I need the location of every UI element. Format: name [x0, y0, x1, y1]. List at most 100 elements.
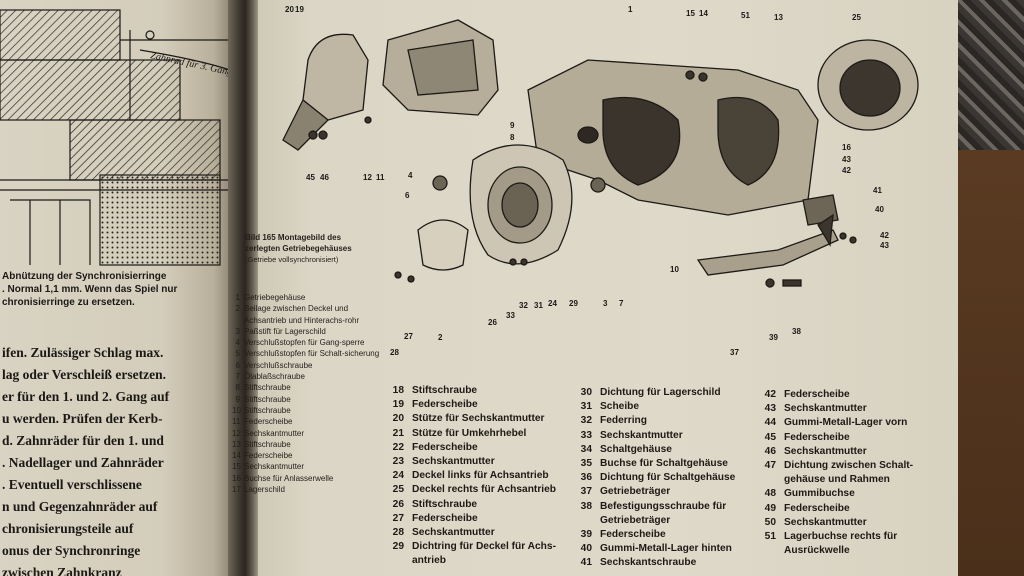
text-line: . Nadellager und Zahnräder [2, 455, 164, 470]
legend-item-label: Stiftschraube [244, 394, 291, 404]
callout: 31 [534, 301, 543, 310]
legend-item: 27 Federscheibe [388, 512, 578, 526]
callout: 11 [376, 173, 385, 182]
legend-item-label: Federscheibe [412, 441, 478, 453]
callout: 15 [686, 9, 695, 18]
legend-item-label: Stiftschraube [412, 498, 478, 510]
callout: 38 [792, 327, 801, 336]
legend-item-number: 44 [764, 417, 776, 429]
part-callouts: 20 19 12 11 45 46 4 6 2 28 27 26 33 32 3… [285, 5, 889, 357]
text-line: er für den 1. und 2. Gang auf [2, 389, 170, 404]
callout: 40 [875, 205, 884, 214]
legend-item-number: 34 [580, 443, 592, 455]
legend-item-label: Sechskantmutter [784, 516, 867, 528]
legend-item: 34 Schaltgehäuse [576, 443, 756, 457]
text-line: ifen. Zulässiger Schlag max. [2, 345, 164, 360]
legend-item-label: Stiftschraube [244, 405, 291, 415]
legend-item-number: 40 [580, 543, 592, 555]
text-line: lag oder Verschleiß ersetzen. [2, 367, 166, 382]
legend-item-number: 39 [580, 529, 592, 541]
legend-item-number: 8 [235, 383, 240, 393]
legend-item-label: Sechskantmutter [244, 428, 305, 438]
legend-item-label: Gummibuchse [784, 488, 855, 500]
legend-item-number: 3 [235, 326, 240, 336]
legend-item-label: Stütze für Sechskantmutter [412, 413, 545, 425]
legend-item-number: 50 [764, 516, 776, 528]
legend-item-continuation: Getriebeträger [600, 514, 671, 526]
legend-item-label: Federscheibe [600, 529, 666, 541]
legend-item-number: 15 [232, 462, 241, 472]
legend-item-label: Ölablaßschraube [244, 372, 305, 382]
legend-item-number: 18 [392, 385, 404, 396]
legend-item-number: 27 [392, 512, 404, 524]
legend-item-label: Federscheibe [412, 399, 478, 411]
legend-item-label: Verschlußschraube [244, 360, 313, 370]
legend-item-number: 38 [580, 500, 592, 512]
callout: 41 [873, 186, 882, 195]
legend-item-number: 49 [764, 502, 776, 514]
legend-item-number: 32 [580, 415, 592, 427]
callout: 2 [438, 333, 443, 342]
callout: 39 [769, 333, 778, 342]
legend-item-label: Stiftschraube [412, 385, 478, 396]
legend-item-label: Lagerschild [244, 485, 285, 495]
legend-item-number: 29 [392, 541, 404, 553]
legend-item-label: Stütze für Umkehrhebel [412, 427, 527, 439]
legend-item-number: 7 [235, 372, 240, 382]
callout: 42 [842, 166, 851, 175]
legend-item-number: 45 [764, 431, 776, 443]
legend-item-number: 24 [392, 470, 404, 482]
callout: 42 [880, 231, 889, 240]
text-line: n und Gegenzahnräder auf [2, 499, 158, 514]
legend-item-continuation: antrieb [412, 555, 446, 567]
callout: 27 [404, 332, 413, 341]
legend-item: 40 Gummi-Metall-Lager hinten [576, 542, 756, 556]
legend-item-number: 16 [232, 473, 241, 483]
callout: 6 [405, 191, 410, 200]
legend-item-label: Dichtung für Lagerschild [600, 387, 721, 398]
callout: 13 [774, 13, 783, 22]
text-line: d. Zahnräder für den 1. und [2, 433, 164, 448]
legend-item-label: Federring [600, 415, 647, 427]
legend-item: 31 Scheibe [576, 400, 756, 414]
legend-item-label: Sechskantmutter [244, 462, 305, 472]
legend-item-label: Federscheibe [412, 512, 478, 524]
legend-item: 39 Federscheibe [576, 528, 756, 542]
legend-item-number: 2 [235, 304, 240, 314]
legend-item-label: Scheibe [600, 401, 640, 413]
legend-item-number: 37 [580, 486, 592, 498]
legend-item-label: Federscheibe [244, 451, 293, 461]
caption-line: Abnützung der Synchronisierringe [2, 271, 167, 282]
legend-item-label: Stiftschraube [244, 439, 291, 449]
legend-item-label: Schaltgehäuse [600, 443, 672, 455]
legend-item-label: Gummi-Metall-Lager vorn [784, 417, 908, 429]
legend-item-continuation: Ausrückwelle [784, 545, 850, 557]
legend-item-label: Befestigungsschraube für [600, 500, 727, 512]
legend-item-label: Verschlußstopfen für Gang-sperre [244, 338, 365, 348]
legend-item-label: Gummi-Metall-Lager hinten [600, 543, 732, 555]
legend-item-label: Lagerbuchse rechts für [784, 531, 898, 543]
legend-item-number: 31 [580, 401, 592, 413]
legend-item-label: Dichtung für Schaltgehäuse [600, 472, 736, 484]
legend-item-number: 13 [232, 439, 241, 449]
callout: 20 [285, 5, 294, 14]
